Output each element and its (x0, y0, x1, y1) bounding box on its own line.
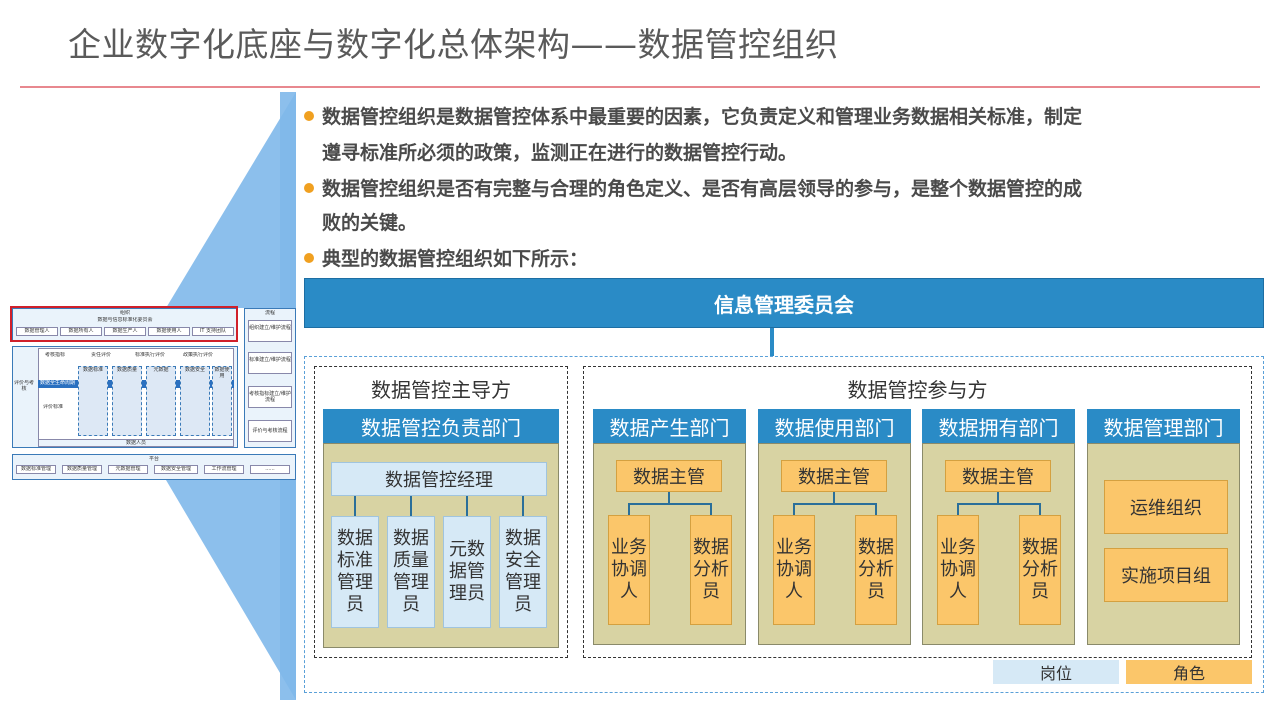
dept-role-box: 业务协调人 (773, 515, 815, 625)
thumb-flow-item: 考核指标建立/维护流程 (248, 386, 292, 408)
dept-head-box: 数据主管 (781, 460, 887, 492)
thumb-platform-item: 数据安全管理 (154, 465, 198, 474)
connector-line (710, 503, 712, 515)
bullet-dot-icon (304, 110, 314, 121)
dept-head-box: 数据主管 (616, 460, 722, 492)
bullet-2: 数据管控组织是否有完整与合理的角色定义、是否有高层领导的参与，是整个数据管控的成 (304, 172, 1244, 206)
bullet-2-cont: 败的关键。 (322, 212, 418, 234)
thumb-eval-std: 评价标准 (42, 404, 63, 410)
connector-line (466, 496, 468, 516)
lead-group-frame (314, 366, 568, 658)
dept-role-box: 数据分析员 (690, 515, 732, 625)
thumb-org-role: 数据生产人 (104, 327, 146, 336)
thumb-col: 数据使用 (212, 366, 232, 436)
part-group-frame (583, 366, 1252, 658)
dept-header: 数据产生部门 (593, 409, 746, 443)
thumb-platform-item: 元数据管理 (108, 465, 148, 474)
thumb-col: 数据质量 (112, 366, 142, 436)
legend-role: 角色 (1126, 660, 1252, 684)
dept-role-box: 数据分析员 (855, 515, 897, 625)
dept-role-box: 数据分析员 (1019, 515, 1061, 625)
connector-line (793, 503, 795, 515)
thumb-platform-item: 数据标准管理 (16, 465, 56, 474)
connector-line (770, 328, 774, 356)
lead-dept-header: 数据管控负责部门 (323, 409, 559, 443)
connector-line (1039, 503, 1041, 515)
thumb-col: 元数据 (146, 366, 176, 436)
thumb-platform-item: ...... (250, 465, 290, 474)
thumb-platform-item: 工作流管理 (204, 465, 244, 474)
title-divider (20, 86, 1260, 88)
mgmt-dept-header: 数据管理部门 (1087, 409, 1240, 443)
thumb-highlight-frame (10, 306, 238, 342)
thumb-col: 数据安全 (180, 366, 210, 436)
thumb-personnel: 数据人员 (38, 439, 234, 447)
page-title: 企业数字化底座与数字化总体架构——数据管控组织 (68, 25, 839, 64)
thumb-platform-title: 平台 (148, 456, 159, 462)
mgmt-dept-body (1087, 443, 1240, 645)
bullet-1: 数据管控组织是数据管控体系中最重要的因素，它负责定义和管理业务数据相关标准，制定 (304, 100, 1244, 134)
connector-line (410, 496, 412, 516)
bullet-3: 典型的数据管控组织如下所示： (304, 242, 1244, 276)
lead-role-box: 数据安全管理员 (499, 516, 547, 628)
lead-role-box: 数据质量管理员 (387, 516, 435, 628)
thumb-flow-item: 评价与考核流程 (248, 420, 292, 442)
dept-head-box: 数据主管 (945, 460, 1051, 492)
connector-line (957, 503, 959, 515)
committee-box: 信息管理委员会 (304, 278, 1264, 328)
bullet-dot-icon (304, 252, 314, 263)
connector-line (875, 503, 877, 515)
thumb-org-panel (12, 308, 238, 342)
thumb-col: 数据标准 (78, 366, 108, 436)
dept-header: 数据使用部门 (758, 409, 911, 443)
connector-line (957, 503, 1041, 505)
connector-line (833, 492, 835, 504)
architecture-thumbnail: 组织 数据与信息标准化委员会 数据管理人 数据所有人 数据生产人 数据使用人 I… (10, 306, 296, 480)
dept-header: 数据拥有部门 (922, 409, 1075, 443)
lead-role-box: 数据标准管理员 (331, 516, 379, 628)
connector-line (522, 496, 524, 516)
connector-line (668, 492, 670, 504)
part-group-label: 数据管控参与方 (847, 378, 988, 402)
thumb-eval-label: 评价与考核 (14, 380, 34, 392)
thumb-platform-item: 数据质量管理 (62, 465, 102, 474)
thumb-org-title: 组织 (119, 310, 130, 316)
connector-line (628, 503, 630, 515)
dept-role-box: 业务协调人 (937, 515, 979, 625)
thumb-flow-title: 流程 (264, 310, 275, 316)
lead-group-label: 数据管控主导方 (371, 378, 511, 402)
thumb-org-role: 数据使用人 (148, 327, 190, 336)
mgmt-item-box: 运维组织 (1104, 480, 1228, 534)
lead-role-box: 元数据管理员 (443, 516, 491, 628)
thumb-flow-item: 组织建立/维护流程 (248, 320, 292, 342)
connector-line (793, 503, 877, 505)
legend-post: 岗位 (993, 660, 1119, 684)
thumb-flow-item: 标准建立/维护流程 (248, 352, 292, 374)
thumb-row: 标准执行评价 (134, 352, 165, 358)
bullet-dot-icon (304, 182, 314, 193)
connector-line (354, 496, 356, 516)
manager-box: 数据管控经理 (331, 462, 547, 496)
mgmt-item-box: 实施项目组 (1104, 548, 1228, 602)
connector-line (628, 503, 712, 505)
dept-role-box: 业务协调人 (608, 515, 650, 625)
thumb-row: 责任评价 (90, 352, 111, 358)
bullet-1-cont: 遵寻标准所必须的政策，监测正在进行的数据管控行动。 (322, 142, 798, 164)
connector-line (997, 492, 999, 504)
thumb-row: 政策执行评价 (182, 352, 213, 358)
thumb-org-sub: 数据与信息标准化委员会 (97, 317, 153, 323)
thumb-org-role: IT 支持团队 (192, 327, 234, 336)
thumb-org-role: 数据所有人 (60, 327, 102, 336)
thumb-row: 考核指标 (44, 352, 65, 358)
thumb-org-role: 数据管理人 (16, 327, 58, 336)
org-outer-frame (304, 356, 1264, 693)
